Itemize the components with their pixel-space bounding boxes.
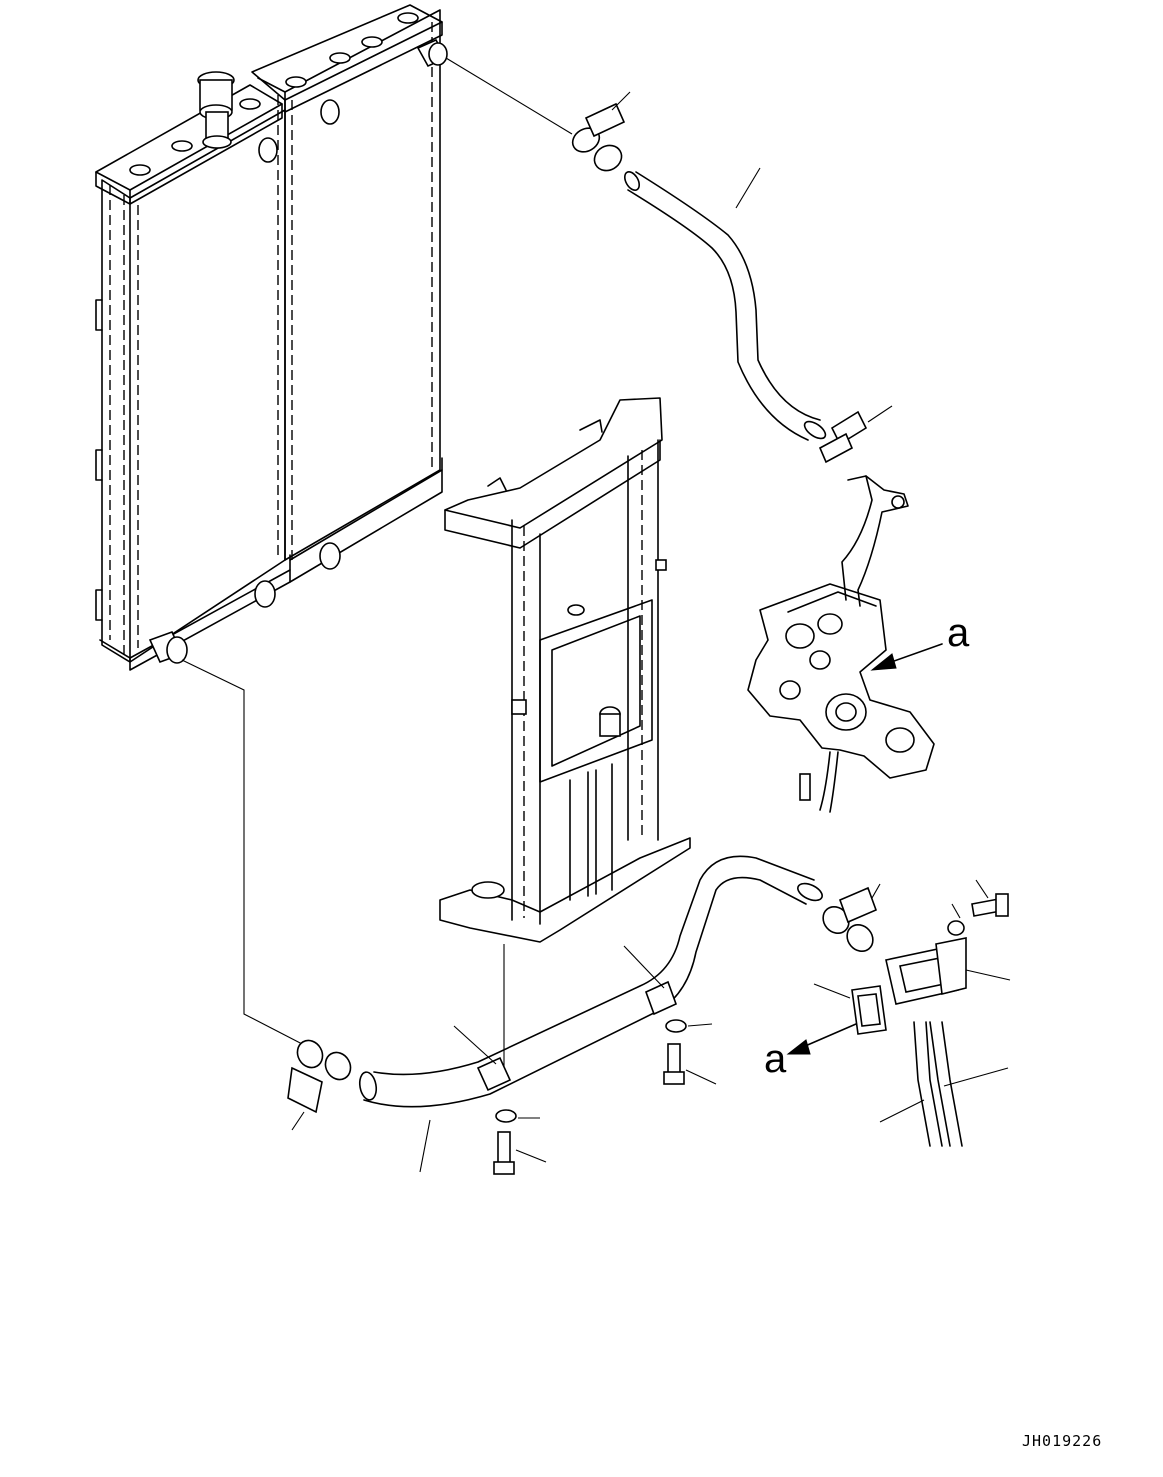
flange-connector: [885, 937, 1011, 1005]
callout-a-upper: a: [870, 611, 970, 671]
radiator-fittings: [129, 12, 448, 664]
lower-hose-clamps: [287, 1039, 352, 1131]
drawing-id: JH019226: [1022, 1432, 1102, 1450]
washers: [495, 903, 965, 1123]
radiator-core: [95, 4, 443, 671]
mounting-bolts: [493, 879, 1009, 1175]
upper-hose-clamps: [571, 91, 631, 172]
engine-block: [747, 583, 935, 813]
heater-hoses: [879, 1021, 1009, 1147]
callout-a-upper-label: a: [947, 611, 970, 655]
pipe-clamp-brackets: [453, 945, 678, 1092]
engine-side-clamps: [818, 405, 893, 464]
engine-water-outlet: [841, 475, 909, 607]
lower-radiator-pipe: [358, 855, 823, 1173]
radiator-cap: [197, 71, 261, 149]
leader-bottom-outlet: [181, 659, 307, 1047]
leader-top-outlet: [445, 57, 573, 135]
callout-a-lower: a: [764, 1023, 857, 1081]
support-frame: [439, 397, 691, 943]
upper-radiator-hose: [623, 167, 827, 441]
gasket: [813, 983, 887, 1035]
callout-a-lower-label: a: [764, 1037, 787, 1081]
lower-engine-clamps: [822, 883, 881, 953]
